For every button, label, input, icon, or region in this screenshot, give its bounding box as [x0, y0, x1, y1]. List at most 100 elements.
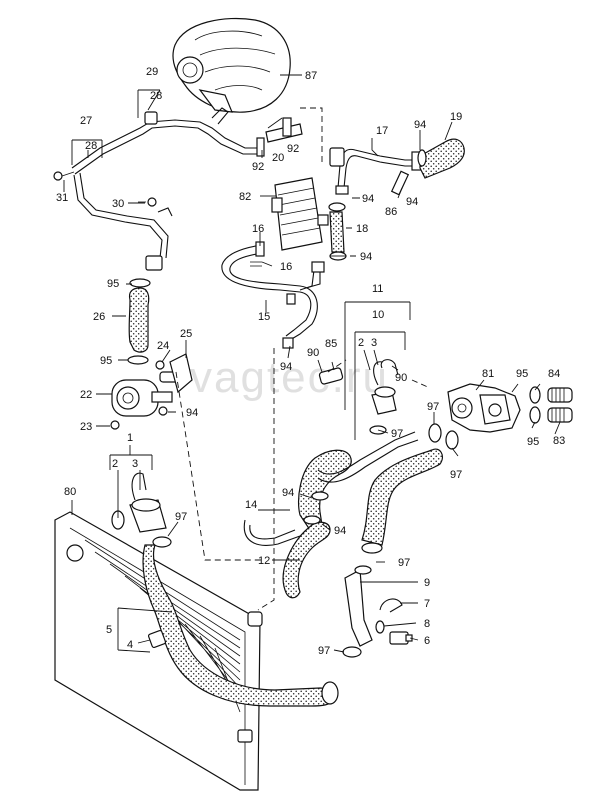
coolant-hose-26[interactable]	[128, 287, 150, 353]
callout-83: 83	[553, 435, 565, 447]
callout-2-small: 2	[358, 337, 364, 349]
callout-30: 30	[112, 198, 124, 210]
callout-90-right: 90	[395, 372, 407, 384]
radiator[interactable]	[54, 511, 263, 791]
bypass-pipe[interactable]	[73, 172, 173, 271]
callout-85: 85	[325, 338, 337, 350]
bolt-24[interactable]	[155, 360, 165, 370]
callout-labels: 87 29 28 27 28 31 30 92 20 92 17 94 19 8…	[56, 66, 565, 657]
callout-14: 14	[245, 499, 257, 511]
callout-1: 1	[127, 432, 133, 444]
coolant-pipe-9[interactable]	[342, 565, 373, 658]
nut-94-pump[interactable]	[158, 406, 168, 416]
clip-4[interactable]	[147, 629, 167, 649]
callout-94-hose14: 94	[282, 487, 294, 499]
callout-3-small: 3	[371, 337, 377, 349]
pump-bracket-25[interactable]	[169, 353, 193, 394]
callout-94-pipe86: 94	[406, 196, 418, 208]
callout-6: 6	[424, 635, 430, 647]
callout-94-pump: 94	[186, 407, 198, 419]
coolant-pipe-15[interactable]	[221, 244, 325, 349]
thermostat-housing[interactable]	[447, 383, 521, 433]
pipe-86[interactable]	[390, 170, 410, 196]
sensor-83[interactable]	[529, 406, 573, 424]
coolant-hose-18[interactable]	[328, 202, 347, 261]
callout-8: 8	[424, 618, 430, 630]
callout-86: 86	[385, 206, 397, 218]
clamp-97-thermo-b[interactable]	[445, 430, 459, 450]
hose-clamp-95-lower[interactable]	[127, 355, 149, 365]
callout-10: 10	[372, 309, 384, 321]
connector-85[interactable]	[318, 367, 344, 385]
callout-97-pipe9: 97	[398, 557, 410, 569]
callout-3-large: 3	[132, 458, 138, 470]
callout-94-oilcooler: 94	[362, 193, 374, 205]
callout-94-pipe15: 94	[280, 361, 292, 373]
connecting-piece-large[interactable]	[111, 472, 172, 548]
callout-97-thermo: 97	[427, 401, 439, 413]
callout-90-left: 90	[307, 347, 319, 359]
coolant-hose-19[interactable]	[417, 138, 465, 179]
callout-20: 20	[272, 152, 284, 164]
watermark: vagtec.ru	[190, 353, 389, 402]
callout-19: 19	[450, 111, 462, 123]
callout-24: 24	[157, 340, 169, 352]
callout-97-upper-left: 97	[175, 511, 187, 523]
callout-80: 80	[64, 486, 76, 498]
callout-97-small: 97	[391, 428, 403, 440]
callout-95-sensor84: 95	[516, 368, 528, 380]
callout-12: 12	[258, 555, 270, 567]
callout-26: 26	[93, 311, 105, 323]
coolant-pipe-17[interactable]	[329, 147, 423, 195]
callout-94-hose18: 94	[360, 251, 372, 263]
callout-28-upper: 28	[150, 90, 162, 102]
callout-23: 23	[80, 421, 92, 433]
leader-lines	[63, 74, 561, 653]
upper-coolant-pipe[interactable]	[53, 107, 303, 181]
aux-coolant-pump[interactable]	[111, 371, 183, 417]
callout-95-lower: 95	[100, 355, 112, 367]
callout-9: 9	[424, 577, 430, 589]
hose-clamp-95-upper[interactable]	[129, 278, 151, 288]
callout-81: 81	[482, 368, 494, 380]
radiator-hose-5[interactable]	[142, 544, 339, 707]
sensor-84[interactable]	[529, 386, 573, 404]
callout-7: 7	[424, 598, 430, 610]
reference-lines	[175, 107, 431, 611]
callout-94-hose12: 94	[334, 525, 346, 537]
callout-95-sensor83: 95	[527, 436, 539, 448]
callout-5: 5	[106, 624, 112, 636]
seal-8[interactable]	[375, 620, 385, 634]
callout-11: 11	[372, 283, 383, 295]
oil-cooler[interactable]	[271, 177, 329, 251]
callout-27: 27	[80, 115, 92, 127]
callout-92-right: 92	[287, 143, 299, 155]
temperature-sensor-6[interactable]	[389, 631, 413, 645]
coolant-hose-12[interactable]	[282, 521, 331, 599]
callout-18: 18	[356, 223, 368, 235]
coolant-hose-11[interactable]	[361, 448, 444, 554]
callout-2-large: 2	[112, 458, 118, 470]
clamp-97-thermo-a[interactable]	[428, 423, 442, 443]
turbocharger-part[interactable]	[172, 17, 291, 113]
coolant-pipe-10[interactable]	[303, 431, 419, 525]
callout-25: 25	[180, 328, 192, 340]
callout-31: 31	[56, 192, 68, 204]
callout-16-upper: 16	[252, 223, 264, 235]
callout-17: 17	[376, 125, 388, 137]
callout-4: 4	[127, 639, 133, 651]
callout-82: 82	[239, 191, 251, 203]
callout-28-lower: 28	[85, 140, 97, 152]
callout-94-top: 94	[414, 119, 426, 131]
callout-97-hose11: 97	[450, 469, 462, 481]
clip-90[interactable]	[380, 359, 399, 376]
callout-87: 87	[305, 70, 317, 82]
callout-97-lower: 97	[318, 645, 330, 657]
bolt-23[interactable]	[110, 420, 120, 430]
callout-29: 29	[146, 66, 158, 78]
callout-92-left: 92	[252, 161, 264, 173]
callout-16-lower: 16	[280, 261, 292, 273]
clip-7[interactable]	[379, 598, 403, 613]
callout-15: 15	[258, 311, 270, 323]
